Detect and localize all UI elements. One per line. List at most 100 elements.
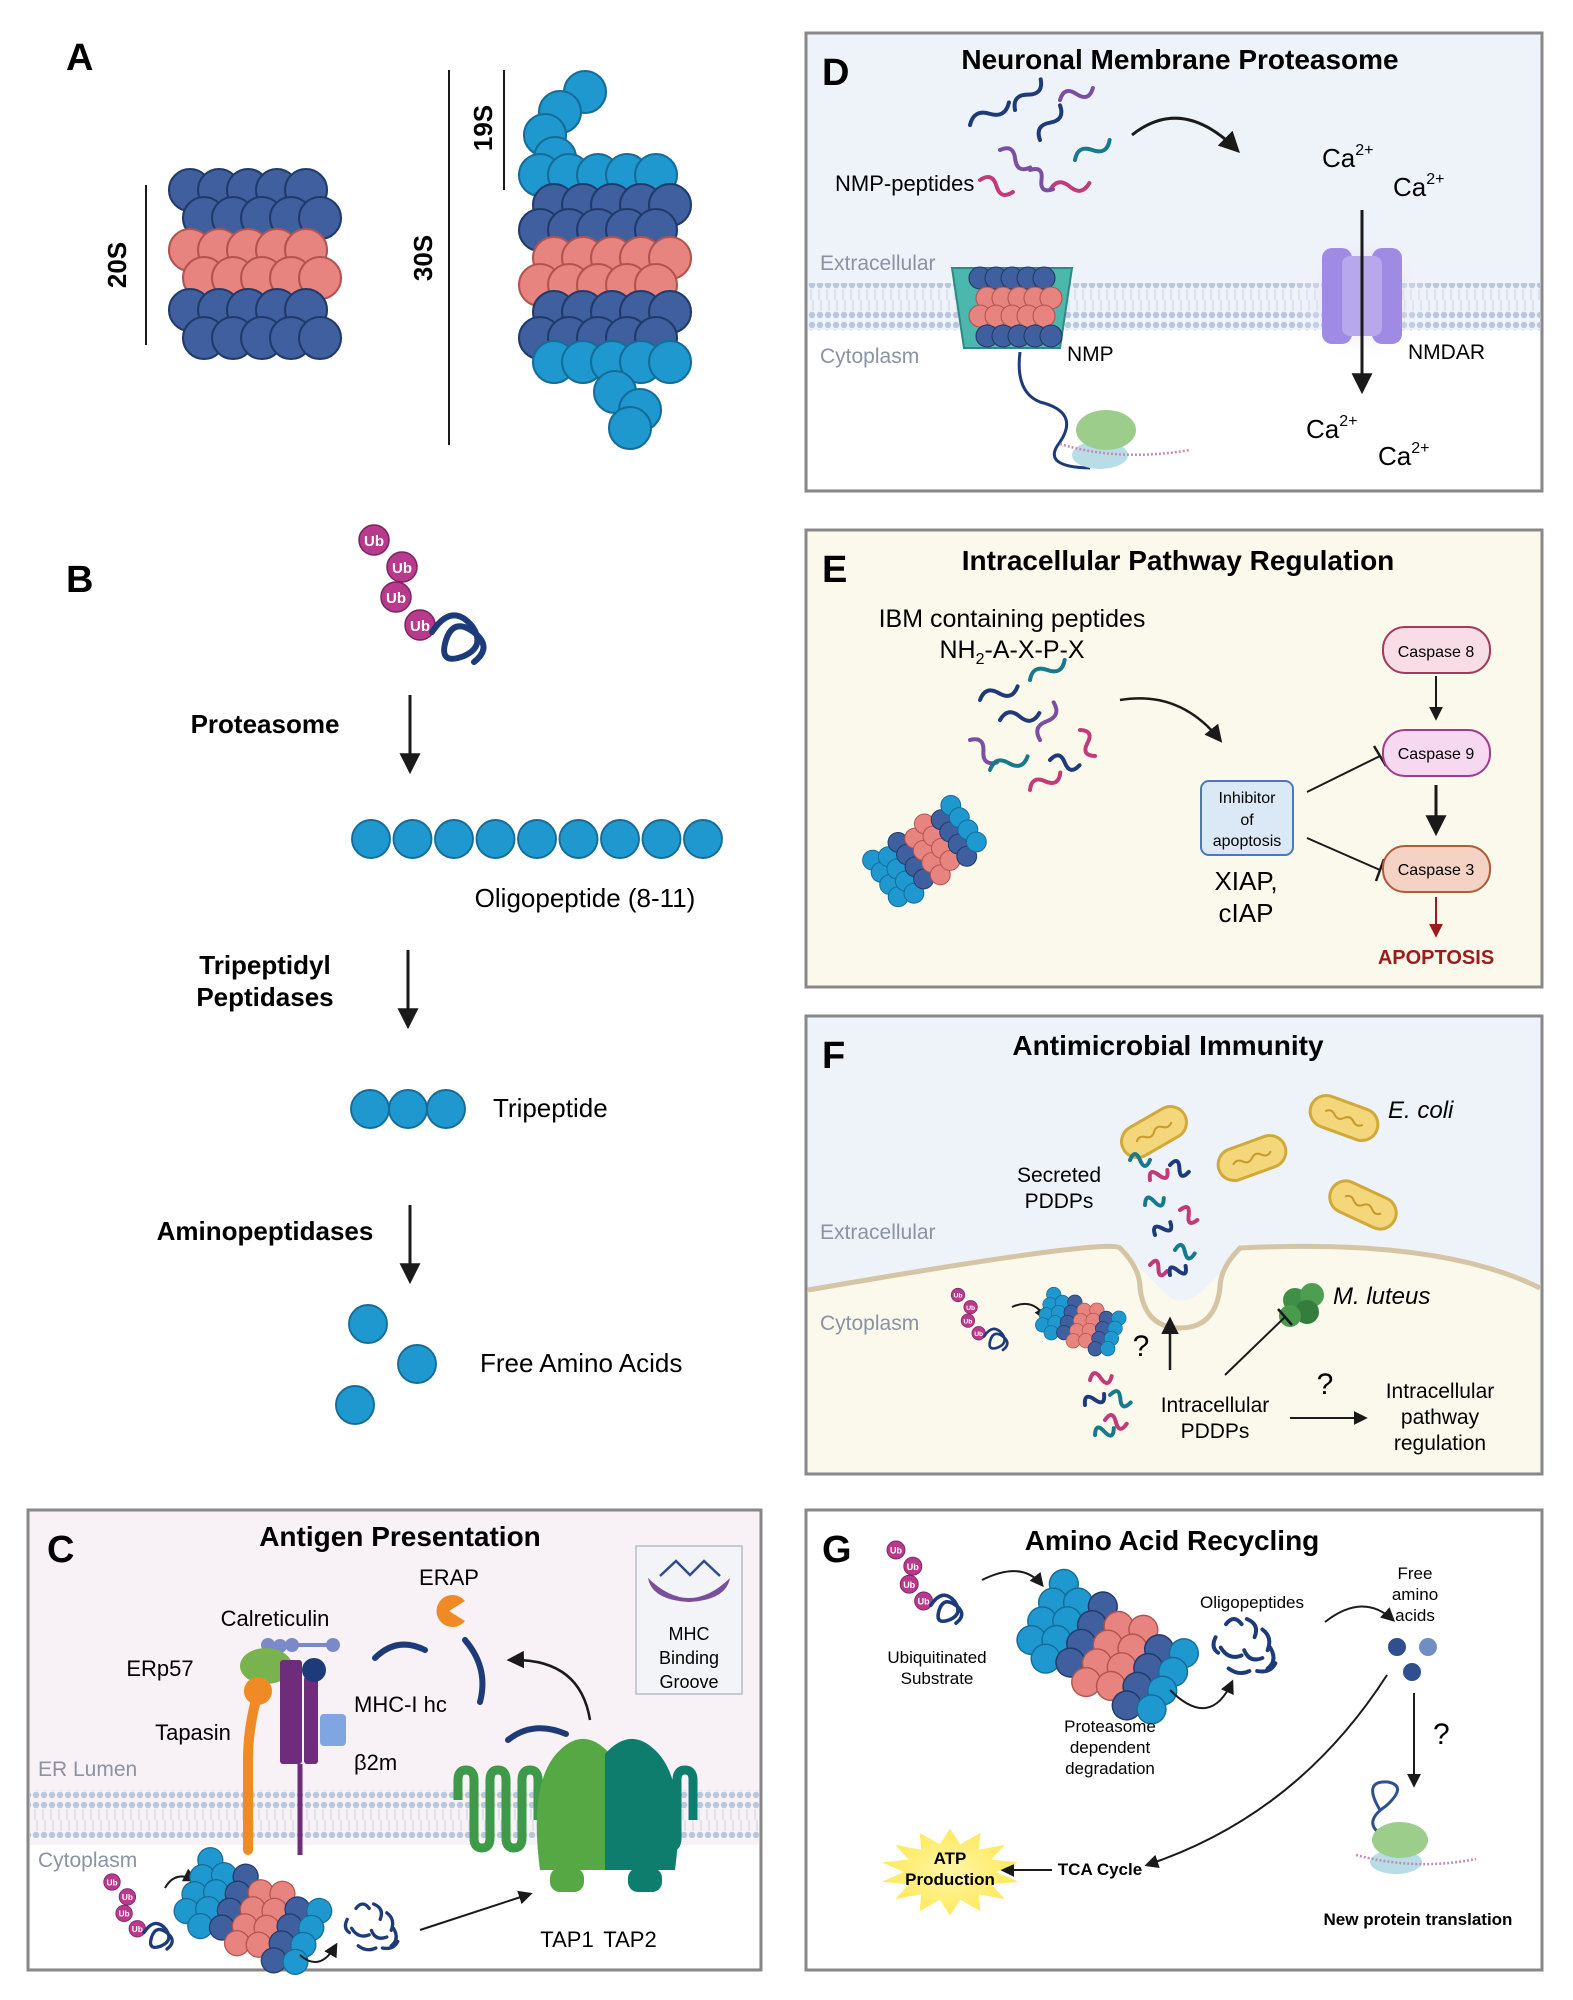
svg-text:Ub: Ub [963, 1318, 972, 1325]
mhc-inset-box [635, 1545, 743, 1695]
question-secretion: ? [1133, 1330, 1150, 1363]
tapasin-stalk-icon [243, 1695, 261, 1855]
label-regulation-line2: pathway [1401, 1406, 1480, 1429]
peptide-fragment-1 [372, 1641, 428, 1661]
svg-text:Ub: Ub [392, 560, 412, 577]
panel-g-title: Amino Acid Recycling [1025, 1525, 1320, 1556]
label-b2m: β2m [354, 1750, 397, 1775]
label-20s: 20S [102, 242, 132, 288]
svg-text:Ca2+: Ca2+ [1378, 440, 1430, 471]
label-cytoplasm-c: Cytoplasm [38, 1849, 137, 1872]
label-regulation-line3: regulation [1394, 1432, 1486, 1455]
ecoli-bacteria-icon [1120, 1094, 1398, 1231]
mluteus-icon [1279, 1283, 1324, 1327]
oligopeptides-icon [1211, 1617, 1278, 1676]
mhc-peptide-ball-icon [302, 1658, 326, 1682]
svg-text:Ub: Ub [386, 590, 406, 607]
label-free-line3: acids [1395, 1606, 1435, 1625]
erap-pacman-icon [436, 1595, 465, 1627]
panel-e: E Intracellular Pathway Regulation IBM c… [804, 528, 1544, 989]
product-free-amino-acids: Free Amino Acids [480, 1348, 682, 1378]
product-oligopeptide: Oligopeptide (8-11) [475, 883, 696, 913]
caspase8-box [1382, 626, 1491, 674]
label-degradation-line3: degradation [1065, 1759, 1155, 1778]
calcium-ion-3: Ca2+ [1306, 413, 1358, 444]
atp-burst-icon [881, 1828, 1019, 1916]
panel-f: F Antimicrobial Immunity E. coli Secrete… [804, 1014, 1544, 1476]
proteasome-30s-illustration [517, 69, 693, 451]
intracellular-pddps-icon [1082, 1371, 1133, 1438]
panel-a-letter: A [66, 37, 93, 79]
iap-line2: of [1240, 812, 1254, 829]
ribosome-d-icon [1059, 410, 1191, 469]
panel-e-letter: E [822, 549, 847, 591]
svg-text:Ub: Ub [907, 1562, 919, 1572]
step-proteasome: Proteasome [191, 709, 340, 739]
inhibit-mluteus-line [1224, 1316, 1286, 1376]
label-tap1: TAP1 [540, 1927, 593, 1952]
b2m-icon [320, 1714, 346, 1746]
label-intracellular-pddps-line1: Intracellular [1161, 1394, 1270, 1417]
svg-text:Ub: Ub [890, 1546, 902, 1556]
tap2-nbd-icon [628, 1868, 662, 1892]
svg-text:Ub: Ub [954, 1293, 963, 1300]
label-atp-line1: ATP [934, 1849, 967, 1868]
question-translation: ? [1433, 1718, 1450, 1751]
tap2-icon [605, 1738, 679, 1870]
iap-line1: Inhibitor [1219, 790, 1277, 807]
svg-text:Ca2+: Ca2+ [1393, 171, 1445, 202]
svg-text:Ub: Ub [122, 1893, 133, 1902]
label-secreted-line1: Secreted [1017, 1164, 1101, 1187]
label-caspase9: Caspase 9 [1398, 746, 1475, 763]
label-erp57: ERp57 [126, 1656, 193, 1681]
svg-text:Ub: Ub [364, 533, 384, 550]
mhc-peptide-icon [659, 1559, 721, 1577]
label-free-line1: Free [1398, 1564, 1433, 1583]
svg-text:Ub: Ub [918, 1597, 930, 1607]
peptide-fragments-c-icon [343, 1902, 400, 1952]
inset-line2: Binding [659, 1648, 719, 1668]
panel-b-letter: B [66, 559, 93, 601]
label-mhc-hc: MHC-I hc [354, 1692, 447, 1717]
inhibit-mluteus-bar [1277, 1308, 1293, 1326]
svg-text:Ub: Ub [119, 1910, 130, 1919]
label-nmdar: NMDAR [1408, 341, 1485, 364]
arrow-ub-to-proteasome-g [981, 1570, 1044, 1588]
label-atp-line2: Production [905, 1870, 995, 1889]
proteasome-e-icon [862, 794, 987, 908]
label-mluteus: M. luteus [1333, 1283, 1430, 1310]
ibm-peptides-icon [968, 658, 1097, 792]
inhibit-caspase9-line [1306, 755, 1381, 793]
panel-f-letter: F [822, 1035, 845, 1077]
step-aminopeptidases: Aminopeptidases [157, 1216, 374, 1246]
panel-f-title: Antimicrobial Immunity [1012, 1030, 1324, 1061]
svg-text:Ub: Ub [107, 1878, 118, 1887]
arrow-proteasome-to-peptides-c [299, 1942, 338, 1964]
label-erap: ERAP [419, 1565, 479, 1590]
panel-d-cytoplasm-region [808, 330, 1540, 489]
free-amino-acids-g-icon [1388, 1638, 1437, 1681]
panel-c: C Antigen Presentation ER Lumen Cytoplas… [26, 1508, 763, 1975]
panel-a: A 20S 30S 19S [66, 37, 693, 451]
ribosome-g-icon [1355, 1780, 1477, 1874]
mhc-hc-left-icon [280, 1660, 302, 1764]
label-caspase3: Caspase 3 [1398, 862, 1475, 879]
nascent-chain-d-icon [1017, 351, 1091, 470]
label-ub-substrate-line1: Ubiquitinated [887, 1648, 986, 1667]
tap1-icon [536, 1738, 610, 1870]
free-amino-acids-icon [335, 1304, 437, 1425]
label-apoptosis: APOPTOSIS [1378, 947, 1494, 969]
label-xiap: XIAP, [1214, 866, 1277, 896]
label-cytoplasm-f: Cytoplasm [820, 1312, 919, 1335]
arrow-oligopeptides-to-free [1324, 1605, 1396, 1623]
proteasome-20s-illustration [167, 167, 343, 361]
label-degradation-line1: Proteasome [1064, 1717, 1156, 1736]
arrow-peptides-to-tap [419, 1890, 533, 1931]
label-19s: 19S [468, 105, 498, 151]
label-free-line2: amino [1392, 1585, 1438, 1604]
